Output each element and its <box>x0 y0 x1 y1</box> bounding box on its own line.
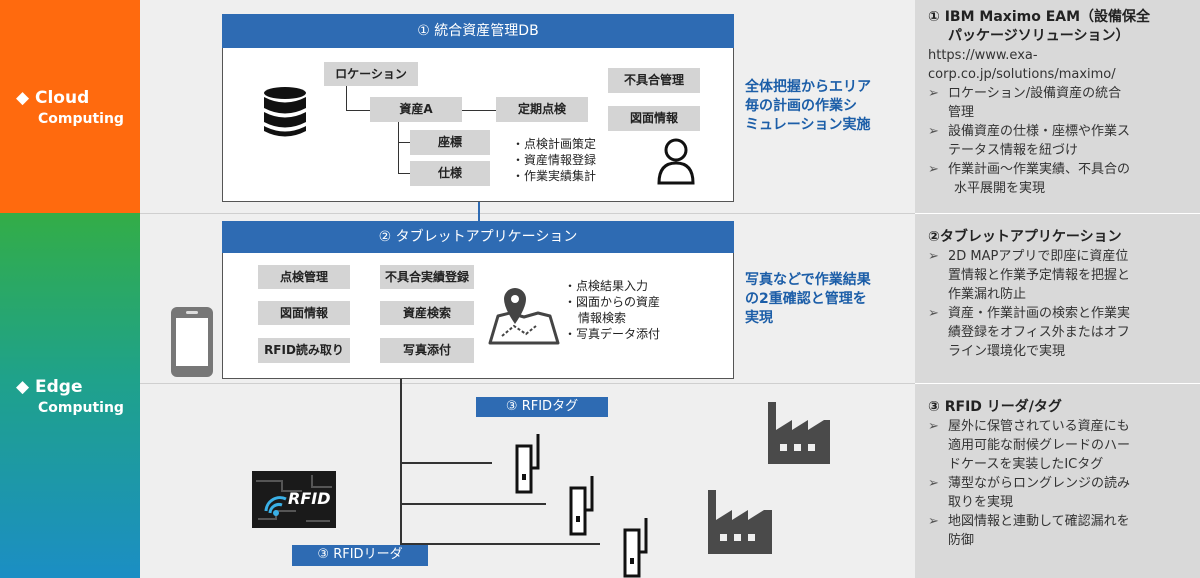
rfid-tag-icon <box>569 476 594 536</box>
right-section-3: ③ RFID リーダ/タグ ➢屋外に保管されている資産にも適用可能な耐候グレード… <box>928 398 1190 550</box>
user-icon <box>657 138 695 185</box>
tree-line <box>398 173 410 174</box>
section-title: ③ RFID リーダ/タグ <box>928 399 1062 415</box>
rfid-tag-icon <box>515 434 540 494</box>
list-item: ・作業実績集計 <box>512 169 597 183</box>
edge-band <box>0 213 140 578</box>
list-item: ・図面からの資産 <box>564 295 661 309</box>
section-title: ① IBM Maximo EAM（設備保全パッケージソリューション） <box>928 9 1151 44</box>
list-item: ➢薄型ながらロングレンジの読み取りを実現 <box>928 476 1131 510</box>
tablet-icon <box>171 307 213 377</box>
list-item: ➢設備資産の仕様・座標や作業ステータス情報を紐づけ <box>928 124 1131 158</box>
spec-box: 仕様 <box>410 161 490 186</box>
photo-attach-button: 写真添付 <box>380 338 474 363</box>
cloud-title: ◆ Cloud <box>16 88 90 108</box>
asset-search-button: 資産検索 <box>380 301 474 325</box>
list-item: ➢ロケーション/設備資産の統合管理 <box>928 86 1122 120</box>
coords-box: 座標 <box>410 130 490 155</box>
cloud-band <box>0 0 140 213</box>
periodic-inspection-box: 定期点検 <box>496 97 588 122</box>
tree-line <box>346 86 347 111</box>
right-panel <box>915 0 1200 578</box>
drawing-info-box: 図面情報 <box>608 106 700 131</box>
list-item: ・写真データ添付 <box>564 327 661 341</box>
map-pin-icon <box>488 288 560 345</box>
list-item: ➢2D MAPアプリで即座に資産位置情報と作業予定情報を把握と作業漏れ防止 <box>928 249 1131 302</box>
tablet-bullet-list: ・点検結果入力 ・図面からの資産 情報検索 ・写真データ添付 <box>564 278 704 342</box>
tree-line <box>398 142 410 143</box>
factory-icon <box>708 490 772 554</box>
list-item: ➢資産・作業計画の検索と作業実績登録をオフィス外またはオフライン環境化で実現 <box>928 306 1131 359</box>
defect-record-button: 不具合実績登録 <box>380 265 474 289</box>
inspection-management-button: 点検管理 <box>258 265 350 289</box>
divider <box>915 213 1200 214</box>
list-item: ➢作業計画～作業実績、不具合の水平展開を実現 <box>928 162 1131 196</box>
cloud-subtitle: Computing <box>38 111 124 127</box>
rfid-trunk-line <box>400 379 402 544</box>
drawing-info-button: 図面情報 <box>258 301 350 325</box>
tree-line <box>462 110 496 111</box>
list-item: ・資産情報登録 <box>512 153 597 167</box>
edge-subtitle: Computing <box>38 400 124 416</box>
rfid-tag-icon <box>623 518 648 578</box>
rfid-reader-label: ③ RFIDリーダ <box>292 545 428 566</box>
list-item: ➢地図情報と連動して確認漏れを防御 <box>928 514 1130 548</box>
rfid-branch-line <box>400 543 600 545</box>
divider <box>915 383 1200 384</box>
edge-title: ◆ Edge <box>16 377 83 397</box>
rfid-tag-label: ③ RFIDタグ <box>476 397 608 417</box>
tablet-header: ② タブレットアプリケーション <box>222 221 734 253</box>
db-header: ① 統合資産管理DB <box>222 14 734 48</box>
db-bullet-list: ・点検計画策定 ・資産情報登録 ・作業実績集計 <box>512 136 622 184</box>
database-icon <box>264 87 306 137</box>
list-item: ・点検結果入力 <box>564 279 649 293</box>
list-item: ➢屋外に保管されている資産にも適用可能な耐候グレードのハードケースを実装したIC… <box>928 419 1131 472</box>
url-text: https://www.exa-corp.co.jp/solutions/max… <box>928 48 1116 82</box>
right-section-1: ① IBM Maximo EAM（設備保全パッケージソリューション） https… <box>928 8 1190 198</box>
list-item: ・点検計画策定 <box>512 137 597 151</box>
rfid-read-button: RFID読み取り <box>258 338 350 363</box>
divider <box>140 383 915 384</box>
connector-line <box>478 202 480 222</box>
list-item: 情報検索 <box>578 311 627 325</box>
rfid-logo-icon: RFID <box>252 471 336 528</box>
rfid-branch-line <box>400 462 492 464</box>
tree-line <box>398 122 399 174</box>
db-note: 全体把握からエリア毎の計画の作業シミュレーション実施 <box>745 79 871 133</box>
rfid-branch-line <box>400 503 546 505</box>
divider <box>140 213 915 214</box>
tree-line <box>346 110 370 111</box>
rfid-logo-text: RFID <box>288 489 331 508</box>
section-title: ②タブレットアプリケーション <box>928 229 1122 245</box>
right-section-2: ②タブレットアプリケーション ➢2D MAPアプリで即座に資産位置情報と作業予定… <box>928 228 1190 361</box>
asset-box: 資産A <box>370 97 462 122</box>
defect-management-box: 不具合管理 <box>608 68 700 93</box>
location-box: ロケーション <box>324 62 418 86</box>
factory-icon <box>768 402 830 464</box>
tablet-note: 写真などで作業結果の2重確認と管理を実現 <box>745 272 871 326</box>
